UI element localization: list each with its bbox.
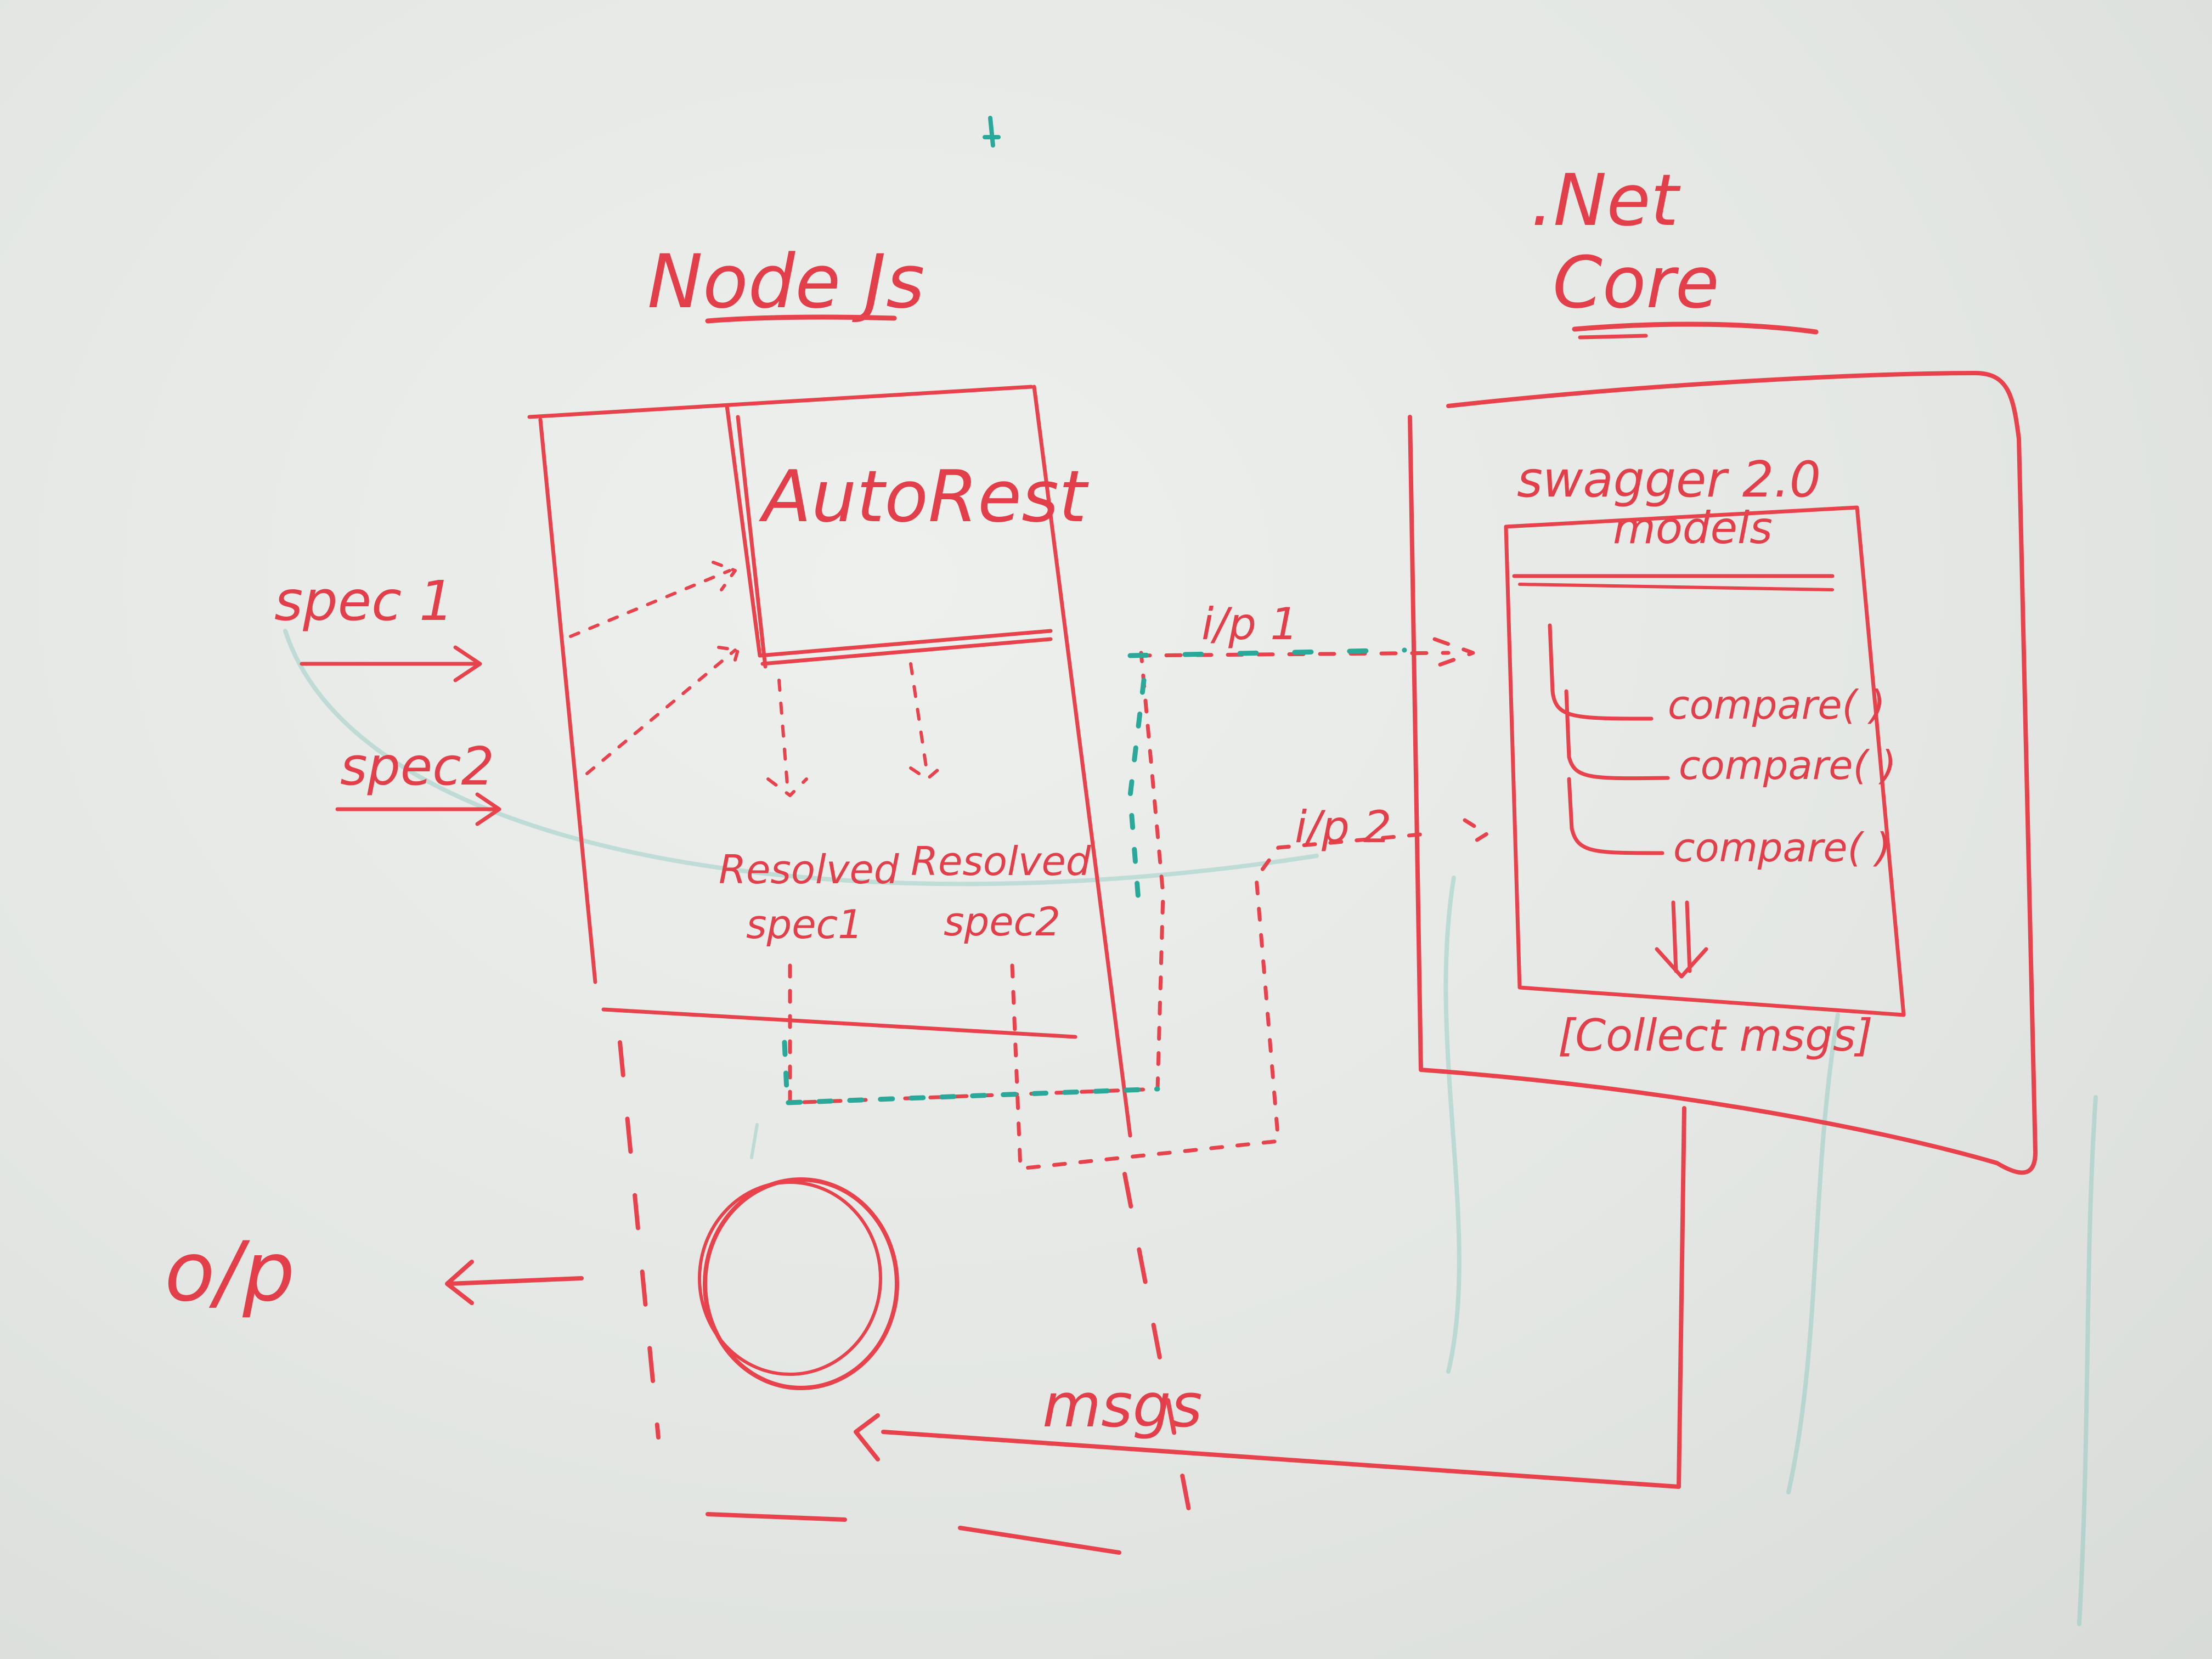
output-enclosure <box>618 1040 1198 1555</box>
models-label: models <box>1613 503 1773 554</box>
ip2-connector <box>1010 818 1489 1171</box>
compare-to-collect-arrow <box>1655 900 1708 979</box>
heading-core: Core <box>1553 241 1719 324</box>
compare-tree <box>1548 623 1670 855</box>
heading-netcore-underline <box>1572 321 1819 335</box>
heading-net: .Net <box>1531 159 1681 242</box>
compare-call-2: compare( ) <box>1679 742 1897 788</box>
resolved-spec1-line2: spec1 <box>746 901 863 947</box>
msgs-return-arrow <box>854 1106 1686 1489</box>
spec1-to-autorest-arrow <box>569 561 737 638</box>
output-arrow <box>445 1260 584 1305</box>
resolved-spec1-line1: Resolved <box>719 847 900 893</box>
ip2-label: i/p 2 <box>1295 802 1391 853</box>
autorest-to-resolved1-arrow <box>766 679 808 797</box>
input-spec2-arrow <box>335 792 501 826</box>
swagger-label: swagger 2.0 <box>1517 451 1821 509</box>
nodejs-container <box>527 385 1132 1138</box>
output-processor-circle <box>698 1177 899 1390</box>
msgs-label: msgs <box>1042 1370 1203 1441</box>
heading-nodejs: Node Js <box>647 239 924 325</box>
compare-call-3: compare( ) <box>1673 825 1891 871</box>
stray-marker-mark <box>983 116 1001 148</box>
spec2-to-autorest-arrow <box>585 646 740 775</box>
heading-nodejs-underline <box>705 314 897 324</box>
autorest-to-resolved2-arrow <box>909 662 948 781</box>
autorest-box <box>725 404 1053 669</box>
netcore-container <box>1408 371 2038 1175</box>
ip1-connector <box>782 637 1475 1105</box>
input-spec1-label: spec 1 <box>274 569 454 633</box>
ip1-label: i/p 1 <box>1201 599 1298 650</box>
output-label: o/p <box>165 1224 295 1320</box>
ghost-marks <box>283 629 2098 1626</box>
input-spec2-label: spec2 <box>340 737 494 797</box>
autorest-label: AutoRest <box>759 455 1089 538</box>
collect-msgs-label: [Collect msgs] <box>1558 1010 1873 1061</box>
resolved-spec2-line1: Resolved <box>911 838 1092 884</box>
resolved-spec2-line2: spec2 <box>944 899 1060 945</box>
compare-call-1: compare( ) <box>1668 682 1886 728</box>
input-spec1-arrow <box>300 645 482 682</box>
models-box <box>1504 505 1906 1017</box>
